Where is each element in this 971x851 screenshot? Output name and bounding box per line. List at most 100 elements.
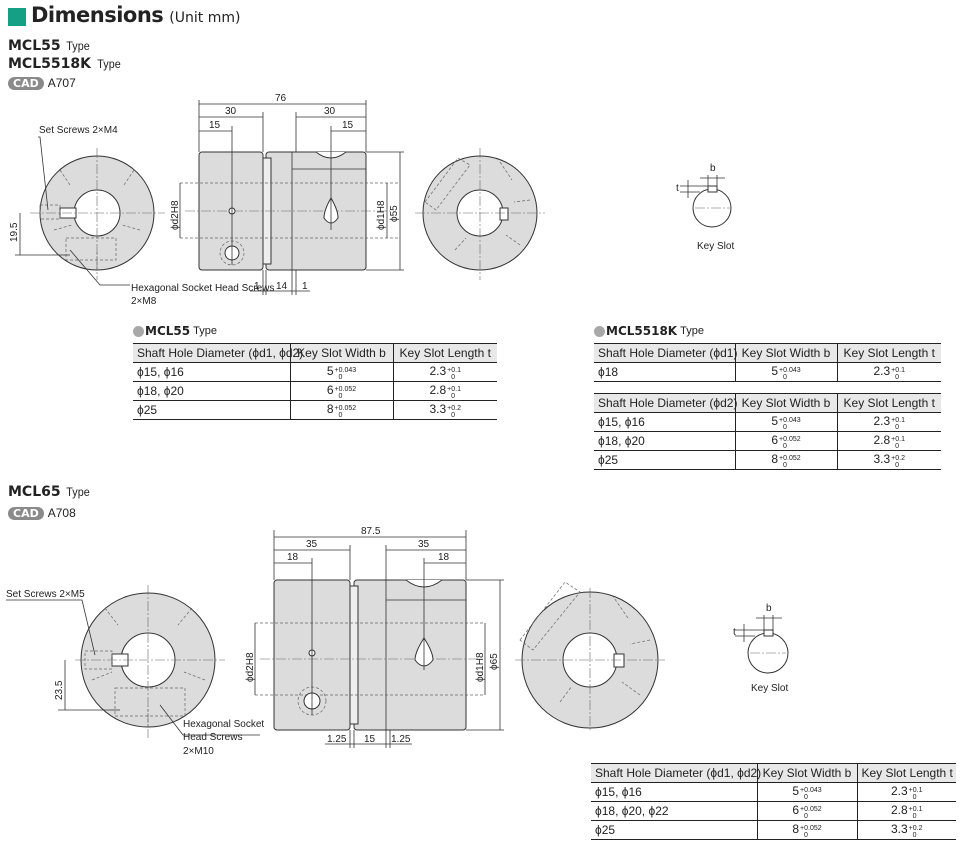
key-b-label: b [766, 603, 772, 614]
column-header: Shaft Hole Diameter (ϕd1, ϕd2) [133, 343, 303, 363]
key-slot-detail: b t Key Slot [676, 163, 734, 252]
shaft-diameter-cell: ϕ18, ϕ20 [594, 431, 735, 451]
table-header-row: Shaft Hole Diameter (ϕd1, ϕd2)Key Slot W… [133, 343, 497, 363]
key-slot-detail: b t Key Slot [733, 603, 789, 694]
column-header: Key Slot Width b [289, 343, 393, 363]
height-dim: 19.5 [9, 222, 20, 242]
section-marker [8, 8, 26, 26]
unit-label: (Unit mm) [169, 10, 241, 26]
shaft-diameter-cell: ϕ25 [133, 400, 290, 420]
shaft-diameter-cell: ϕ18, ϕ20, ϕ22 [591, 801, 757, 821]
d2-dim: ϕd2H8 [245, 652, 256, 682]
model-mcl65: MCL65 Type [8, 484, 91, 500]
side-view: 87.5 35 35 18 18 ϕd2H8 ϕd1H8 ϕ65 1.25 15… [245, 526, 504, 748]
model-mcl5518k: MCL5518K Type [8, 56, 121, 72]
column-header: Key Slot Width b [756, 763, 857, 783]
shaft-diameter-cell: ϕ25 [591, 820, 757, 840]
table-header-row: Shaft Hole Diameter (ϕd1, ϕd2)Key Slot W… [591, 763, 956, 783]
column-header: Shaft Hole Diameter (ϕd2) [594, 393, 737, 413]
key-slot-table-mcl65: Shaft Hole Diameter (ϕd1, ϕd2)Key Slot W… [591, 763, 956, 840]
d1-dim: ϕd1H8 [475, 652, 486, 682]
front-view-left: Set Screws 2×M5 23.5 Hexagonal Socket He… [6, 585, 264, 757]
total-length-dim: 87.5 [361, 526, 381, 537]
key-t-label: t [676, 183, 679, 194]
gap-right-dim: 1.25 [391, 734, 411, 745]
hex-screws-label: Hexagonal Socket Head Screws [131, 283, 274, 294]
screw-right-dim: 18 [438, 552, 450, 563]
d2-dim: ϕd2H8 [170, 200, 181, 230]
column-header: Key Slot Length t [856, 763, 956, 783]
hub-right-dim: 35 [418, 539, 430, 550]
front-view-right [415, 148, 545, 280]
od-dim: ϕ55 [389, 205, 400, 222]
set-screws-label: Set Screws 2×M4 [39, 125, 118, 136]
column-header: Key Slot Length t [392, 343, 497, 363]
key-b-label: b [710, 163, 716, 174]
column-header: Key Slot Width b [734, 393, 837, 413]
hub-right-dim: 30 [324, 106, 336, 117]
total-length-dim: 76 [275, 93, 287, 104]
spider-dim: 15 [364, 734, 376, 745]
key-t-label: t [733, 627, 736, 638]
column-header: Key Slot Length t [836, 393, 941, 413]
set-screws-label: Set Screws 2×M5 [6, 589, 85, 600]
screw-left-dim: 18 [287, 552, 299, 563]
hex-screws-label-2: Head Screws [183, 732, 242, 743]
shaft-diameter-cell: ϕ25 [594, 450, 735, 470]
key-slot-label: Key Slot [751, 683, 788, 694]
front-view-right [515, 581, 665, 732]
d1-dim: ϕd1H8 [376, 200, 387, 230]
shaft-diameter-cell: ϕ15, ϕ16 [591, 782, 757, 802]
page-heading: Dimensions (Unit mm) [31, 3, 240, 27]
height-dim: 23.5 [54, 680, 65, 700]
column-header: Key Slot Width b [734, 343, 837, 363]
mcl55-drawing: Set Screws 2×M4 19.5 Hexagonal Socket He… [9, 93, 734, 307]
gap-left-dim: 1.25 [327, 734, 347, 745]
od-dim: ϕ65 [489, 653, 500, 670]
hex-screws-qty: 2×M10 [183, 746, 214, 757]
hub-left-dim: 30 [225, 106, 237, 117]
cad-badge: CAD [8, 76, 44, 90]
shaft-diameter-cell: ϕ15, ϕ16 [594, 412, 735, 432]
column-header: Shaft Hole Diameter (ϕd1, ϕd2) [591, 763, 761, 783]
table-header-row: Shaft Hole Diameter (ϕd1)Key Slot Width … [594, 343, 941, 363]
shaft-diameter-cell: ϕ15, ϕ16 [133, 362, 290, 382]
